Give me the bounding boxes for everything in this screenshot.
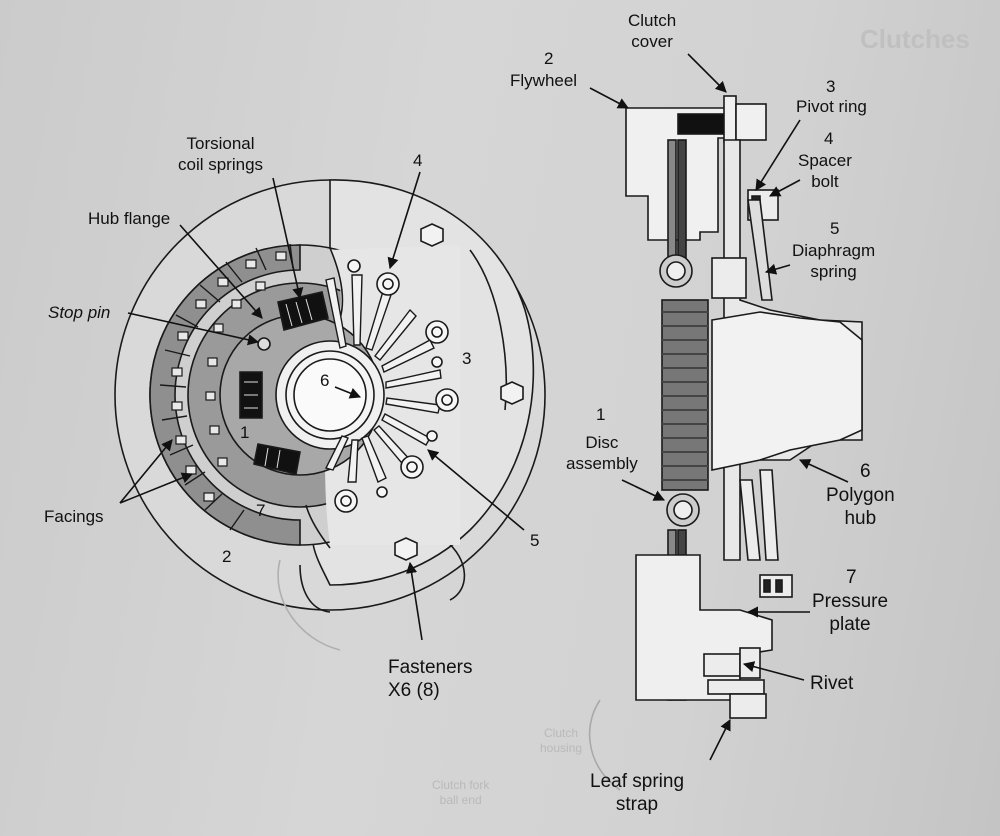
leader-6: [334, 386, 362, 399]
leader-5: [427, 449, 525, 531]
label-num-2-front: 2: [222, 547, 232, 566]
label-flywheel-num: 2: [544, 49, 554, 68]
leader-stop-pin: [127, 312, 260, 346]
leader-rivet: [742, 661, 805, 681]
label-clutch-cover: Clutch cover: [628, 11, 677, 51]
label-facings: Facings: [44, 507, 104, 526]
clutch-front-view: [114, 179, 546, 651]
label-torsional-coil-springs: Torsional coil springs: [178, 134, 264, 174]
ghost-page-title: Clutches: [860, 24, 970, 54]
leader-disc: [621, 479, 666, 501]
label-num-4-front: 4: [413, 151, 423, 170]
leader-leaf-spring: [709, 718, 731, 761]
leader-flywheel: [589, 87, 629, 109]
ghost-clutch-fork: Clutch fork ball end: [432, 778, 490, 807]
clutch-section-view: [588, 95, 863, 791]
label-spacer-bolt: Spacer bolt: [798, 151, 852, 191]
stop-pin: [257, 337, 271, 351]
label-spacer-bolt-num: 4: [824, 129, 834, 148]
label-num-7-front: 7: [256, 501, 266, 520]
leader-pivot-ring: [755, 119, 801, 191]
rivet-leaf-spring: [703, 647, 767, 719]
label-stop-pin: Stop pin: [48, 303, 111, 322]
lower-pivot-assembly: [739, 469, 793, 598]
leader-torsional: [272, 177, 304, 300]
diaphragm-fingers: [324, 274, 442, 483]
label-num-1-front: 1: [240, 423, 250, 442]
rivet-holes: [171, 251, 287, 502]
label-polygon-num: 6: [860, 461, 871, 482]
label-flywheel: Flywheel: [510, 71, 578, 90]
leader-diaphragm: [764, 263, 791, 275]
diaphragm-finger-tips: [334, 259, 459, 513]
leader-spacer-bolt: [769, 179, 801, 197]
label-num-6-front: 6: [320, 371, 330, 390]
leader-fasteners: [406, 561, 423, 641]
label-diaphragm-spring: Diaphragm spring: [792, 241, 876, 281]
polygon-hub-section: [711, 311, 863, 471]
label-hub-flange: Hub flange: [88, 209, 171, 228]
label-polygon-hub: Polygon hub: [826, 485, 895, 529]
label-disc-assembly: Disc assembly: [566, 433, 638, 473]
label-disc-num: 1: [596, 405, 606, 424]
label-pressure-plate: Pressure plate: [812, 591, 889, 635]
fastener-bolts: [394, 223, 524, 561]
label-num-3-front: 3: [462, 349, 472, 368]
leader-polygon: [798, 459, 849, 483]
label-pivot-ring-num: 3: [826, 77, 836, 96]
leader-hub-flange: [179, 224, 263, 319]
label-num-5-front: 5: [530, 531, 540, 550]
label-diaphragm-num: 5: [830, 219, 840, 238]
leader-facings-1: [119, 439, 173, 504]
leader-clutch-cover: [687, 53, 727, 93]
leader-4: [387, 171, 421, 270]
disc-rivets: [659, 254, 700, 527]
label-pressure-num: 7: [846, 567, 857, 588]
label-fasteners: Fasteners X6 (8): [388, 657, 473, 701]
label-leaf-spring-strap: Leaf spring strap: [590, 771, 685, 815]
label-rivet: Rivet: [810, 673, 854, 694]
leader-facings-2: [119, 472, 194, 504]
facing-segments: [159, 243, 294, 531]
label-pivot-ring: Pivot ring: [796, 97, 867, 116]
ghost-clutch-housing: Clutch housing: [540, 726, 583, 755]
leader-lines: [119, 53, 849, 761]
upper-pivot-assembly: [711, 189, 779, 301]
